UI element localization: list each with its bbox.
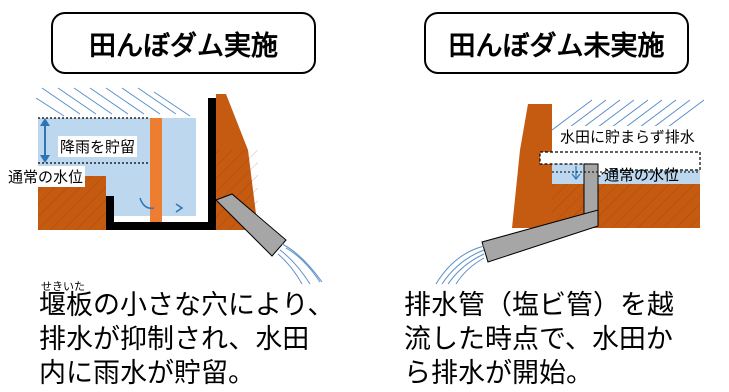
outflow-left	[277, 243, 323, 285]
levee-right	[512, 104, 552, 228]
overflow-label: 水田に貯まらず排水	[558, 126, 697, 147]
left-diagram	[35, 87, 323, 285]
left-description: 堰板の小さな穴により、 排水が抑制され、水田 内に雨水が貯留。	[39, 289, 334, 391]
rain-lines-right	[551, 99, 705, 131]
overflow-outline	[539, 151, 701, 177]
right-diagram	[435, 99, 705, 285]
rain-lines-left	[35, 87, 191, 117]
normal-level-label-left: 通常の水位	[6, 166, 86, 187]
drain-pipe-right	[481, 209, 599, 263]
furigana-weir: せきいた	[41, 280, 85, 293]
right-desc-line-2: 流した時点で、水田か	[404, 324, 673, 355]
right-desc-line-3: ら排水が開始。	[404, 358, 593, 389]
left-desc-line-3: 内に雨水が貯留。	[39, 358, 255, 389]
drain-pipe-left	[215, 193, 287, 257]
right-description: 排水管（塩ビ管）を越 流した時点で、水田か ら排水が開始。	[404, 289, 674, 391]
title-without-dam: 田んぼダム未実施	[424, 12, 689, 74]
left-desc-line-1: 堰板の小さな穴により、	[39, 290, 335, 321]
left-desc-line-2: 排水が抑制され、水田	[39, 324, 310, 355]
flow-arrow-1	[139, 197, 155, 210]
title-with-dam: 田んぼダム実施	[51, 12, 316, 74]
normal-level-label-right: 通常の水位	[604, 166, 680, 184]
rain-storage-label: 降雨を貯留	[58, 136, 138, 157]
right-desc-line-1: 排水管（塩ビ管）を越	[404, 290, 674, 321]
outflow-right	[435, 245, 485, 285]
weir-board	[150, 118, 162, 222]
